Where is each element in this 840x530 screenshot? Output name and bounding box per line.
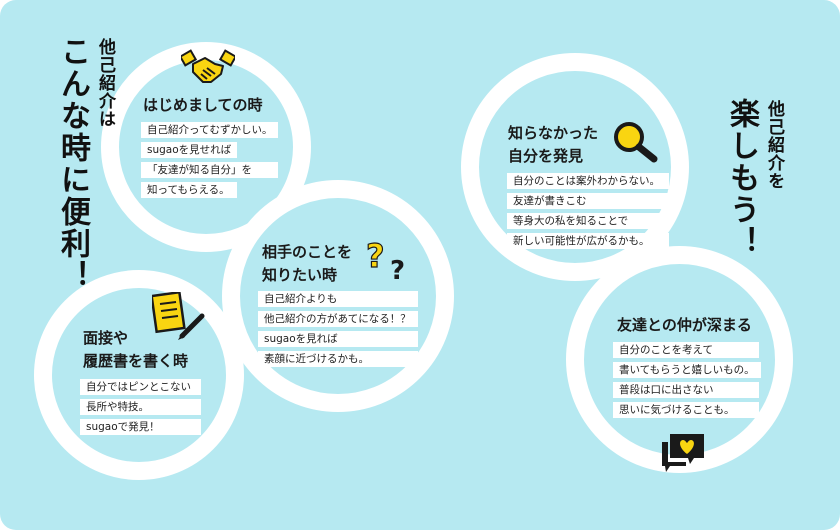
- bubble-line: 新しい可能性が広がるかも。: [507, 233, 669, 249]
- bubble-line: 素顔に近づけるかも。: [258, 351, 418, 367]
- bubble-lines-mensetsu: 自分ではピンとこない 長所や特技。 sugaoで発見！: [80, 379, 201, 439]
- magnifier-icon: [612, 120, 660, 168]
- bubble-line: 等身大の私を知ることで: [507, 213, 669, 229]
- bubble-line: 自分のことは案外わからない。: [507, 173, 669, 189]
- heart-message-icon: [660, 432, 706, 478]
- bubble-lines-hakken: 自分のことは案外わからない。 友達が書きこむ 等身大の私を知ることで 新しい可能…: [507, 173, 669, 253]
- bubble-heading-aite: 相手のことを 知りたい時: [262, 243, 353, 284]
- bubble-line: 長所や特技。: [80, 399, 201, 415]
- bubble-heading-hakken: 知らなかった 自分を発見: [508, 124, 599, 165]
- bubble-line: sugaoを見せれば: [141, 142, 237, 158]
- bubble-line: sugaoを見れば: [258, 331, 418, 347]
- bubble-line: 書いてもらうと嬉しいもの。: [613, 362, 761, 378]
- svg-text:?: ?: [390, 256, 405, 281]
- bubble-ring-mensetsu: [34, 270, 244, 480]
- bubble-line: 自分のことを考えて: [613, 342, 759, 358]
- bubble-line: 自分ではピンとこない: [80, 379, 201, 395]
- bubble-lines-hajimemashite: 自己紹介ってむずかしい。 sugaoを見せれば 「友達が知る自分」を 知ってもら…: [141, 122, 279, 202]
- bubble-line: 思いに気づけることも。: [613, 402, 759, 418]
- bubble-line: 「友達が知る自分」を: [141, 162, 279, 178]
- bubble-line: 自己紹介ってむずかしい。: [141, 122, 279, 138]
- bubble-line: 知ってもらえる。: [141, 182, 237, 198]
- svg-text:?: ?: [366, 237, 385, 275]
- left-title-big: こんな時に便利！: [55, 36, 90, 292]
- right-title-big: 楽しもう！: [724, 98, 759, 258]
- bubble-lines-aite: 自己紹介よりも 他己紹介の方があてになる！？ sugaoを見れば 素顔に近づける…: [258, 291, 418, 371]
- bubble-heading-mensetsu: 面接や 履歴書を書く時: [83, 329, 189, 370]
- resume-pencil-icon: [150, 290, 208, 346]
- left-title-small: 他己紹介は: [95, 38, 115, 128]
- handshake-icon: [178, 48, 238, 94]
- bubble-line: sugaoで発見！: [80, 419, 201, 435]
- bubble-heading-hajimemashite: はじめましての時: [143, 96, 263, 114]
- bubble-line: 他己紹介の方があてになる！？: [258, 311, 418, 327]
- bubble-line: 友達が書きこむ: [507, 193, 669, 209]
- right-title-small: 他己紹介を: [764, 100, 784, 190]
- bubble-line: 普段は口に出さない: [613, 382, 759, 398]
- bubble-heading-naka: 友達との仲が深まる: [617, 316, 752, 334]
- question-marks-icon: ? ?: [364, 233, 416, 286]
- bubble-lines-naka: 自分のことを考えて 書いてもらうと嬉しいもの。 普段は口に出さない 思いに気づけ…: [613, 342, 761, 422]
- bubble-line: 自己紹介よりも: [258, 291, 418, 307]
